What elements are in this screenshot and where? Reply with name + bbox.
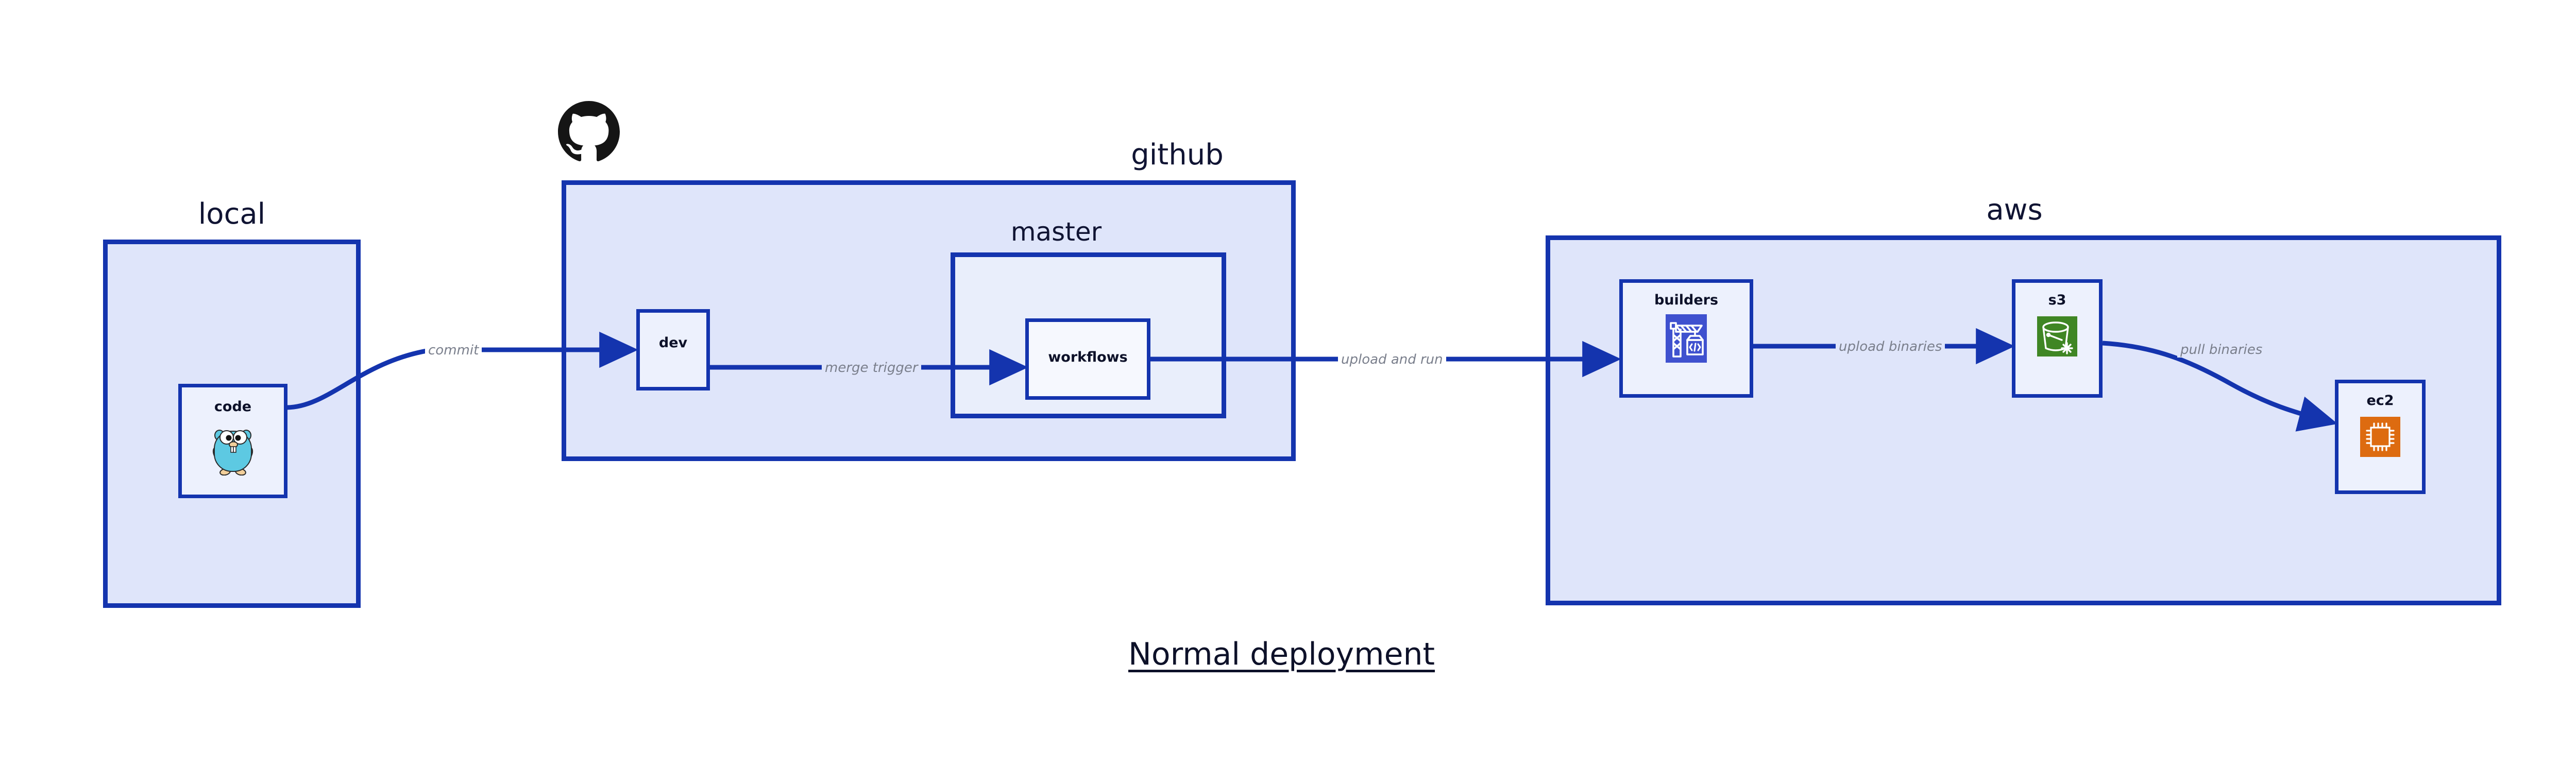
node-label-code: code bbox=[214, 399, 252, 415]
node-label-s3: s3 bbox=[2048, 292, 2066, 308]
node-label-dev: dev bbox=[658, 335, 688, 351]
node-label-builders: builders bbox=[1654, 292, 1719, 308]
aws-codebuild-icon bbox=[1666, 314, 1707, 363]
page-title: Normal deployment bbox=[1128, 636, 1435, 672]
aws-s3-bucket-icon bbox=[2037, 316, 2077, 356]
github-octocat-icon bbox=[558, 101, 620, 163]
group-label-aws: aws bbox=[1986, 193, 2043, 227]
edge-label-commit: commit bbox=[425, 343, 482, 358]
aws-ec2-chip-icon bbox=[2360, 417, 2400, 457]
node-workflows[interactable]: workflows bbox=[1025, 318, 1150, 400]
node-builders[interactable]: builders bbox=[1619, 279, 1753, 398]
group-label-master: master bbox=[1010, 217, 1102, 247]
node-dev[interactable]: dev bbox=[636, 309, 710, 390]
edge-label-pull-binaries: pull binaries bbox=[2177, 342, 2266, 358]
group-label-local: local bbox=[198, 197, 266, 231]
node-s3[interactable]: s3 bbox=[2012, 279, 2103, 398]
group-label-github: github bbox=[1131, 138, 1224, 172]
node-code[interactable]: code bbox=[178, 384, 287, 498]
node-ec2[interactable]: ec2 bbox=[2335, 380, 2426, 494]
edge-label-merge-trigger: merge trigger bbox=[822, 360, 921, 376]
edge-label-upload-and-run: upload and run bbox=[1338, 352, 1446, 367]
edge-label-upload-binaries: upload binaries bbox=[1836, 339, 1945, 354]
go-gopher-icon bbox=[209, 422, 257, 476]
node-label-ec2: ec2 bbox=[2366, 393, 2394, 409]
node-label-workflows: workflows bbox=[1048, 349, 1128, 365]
